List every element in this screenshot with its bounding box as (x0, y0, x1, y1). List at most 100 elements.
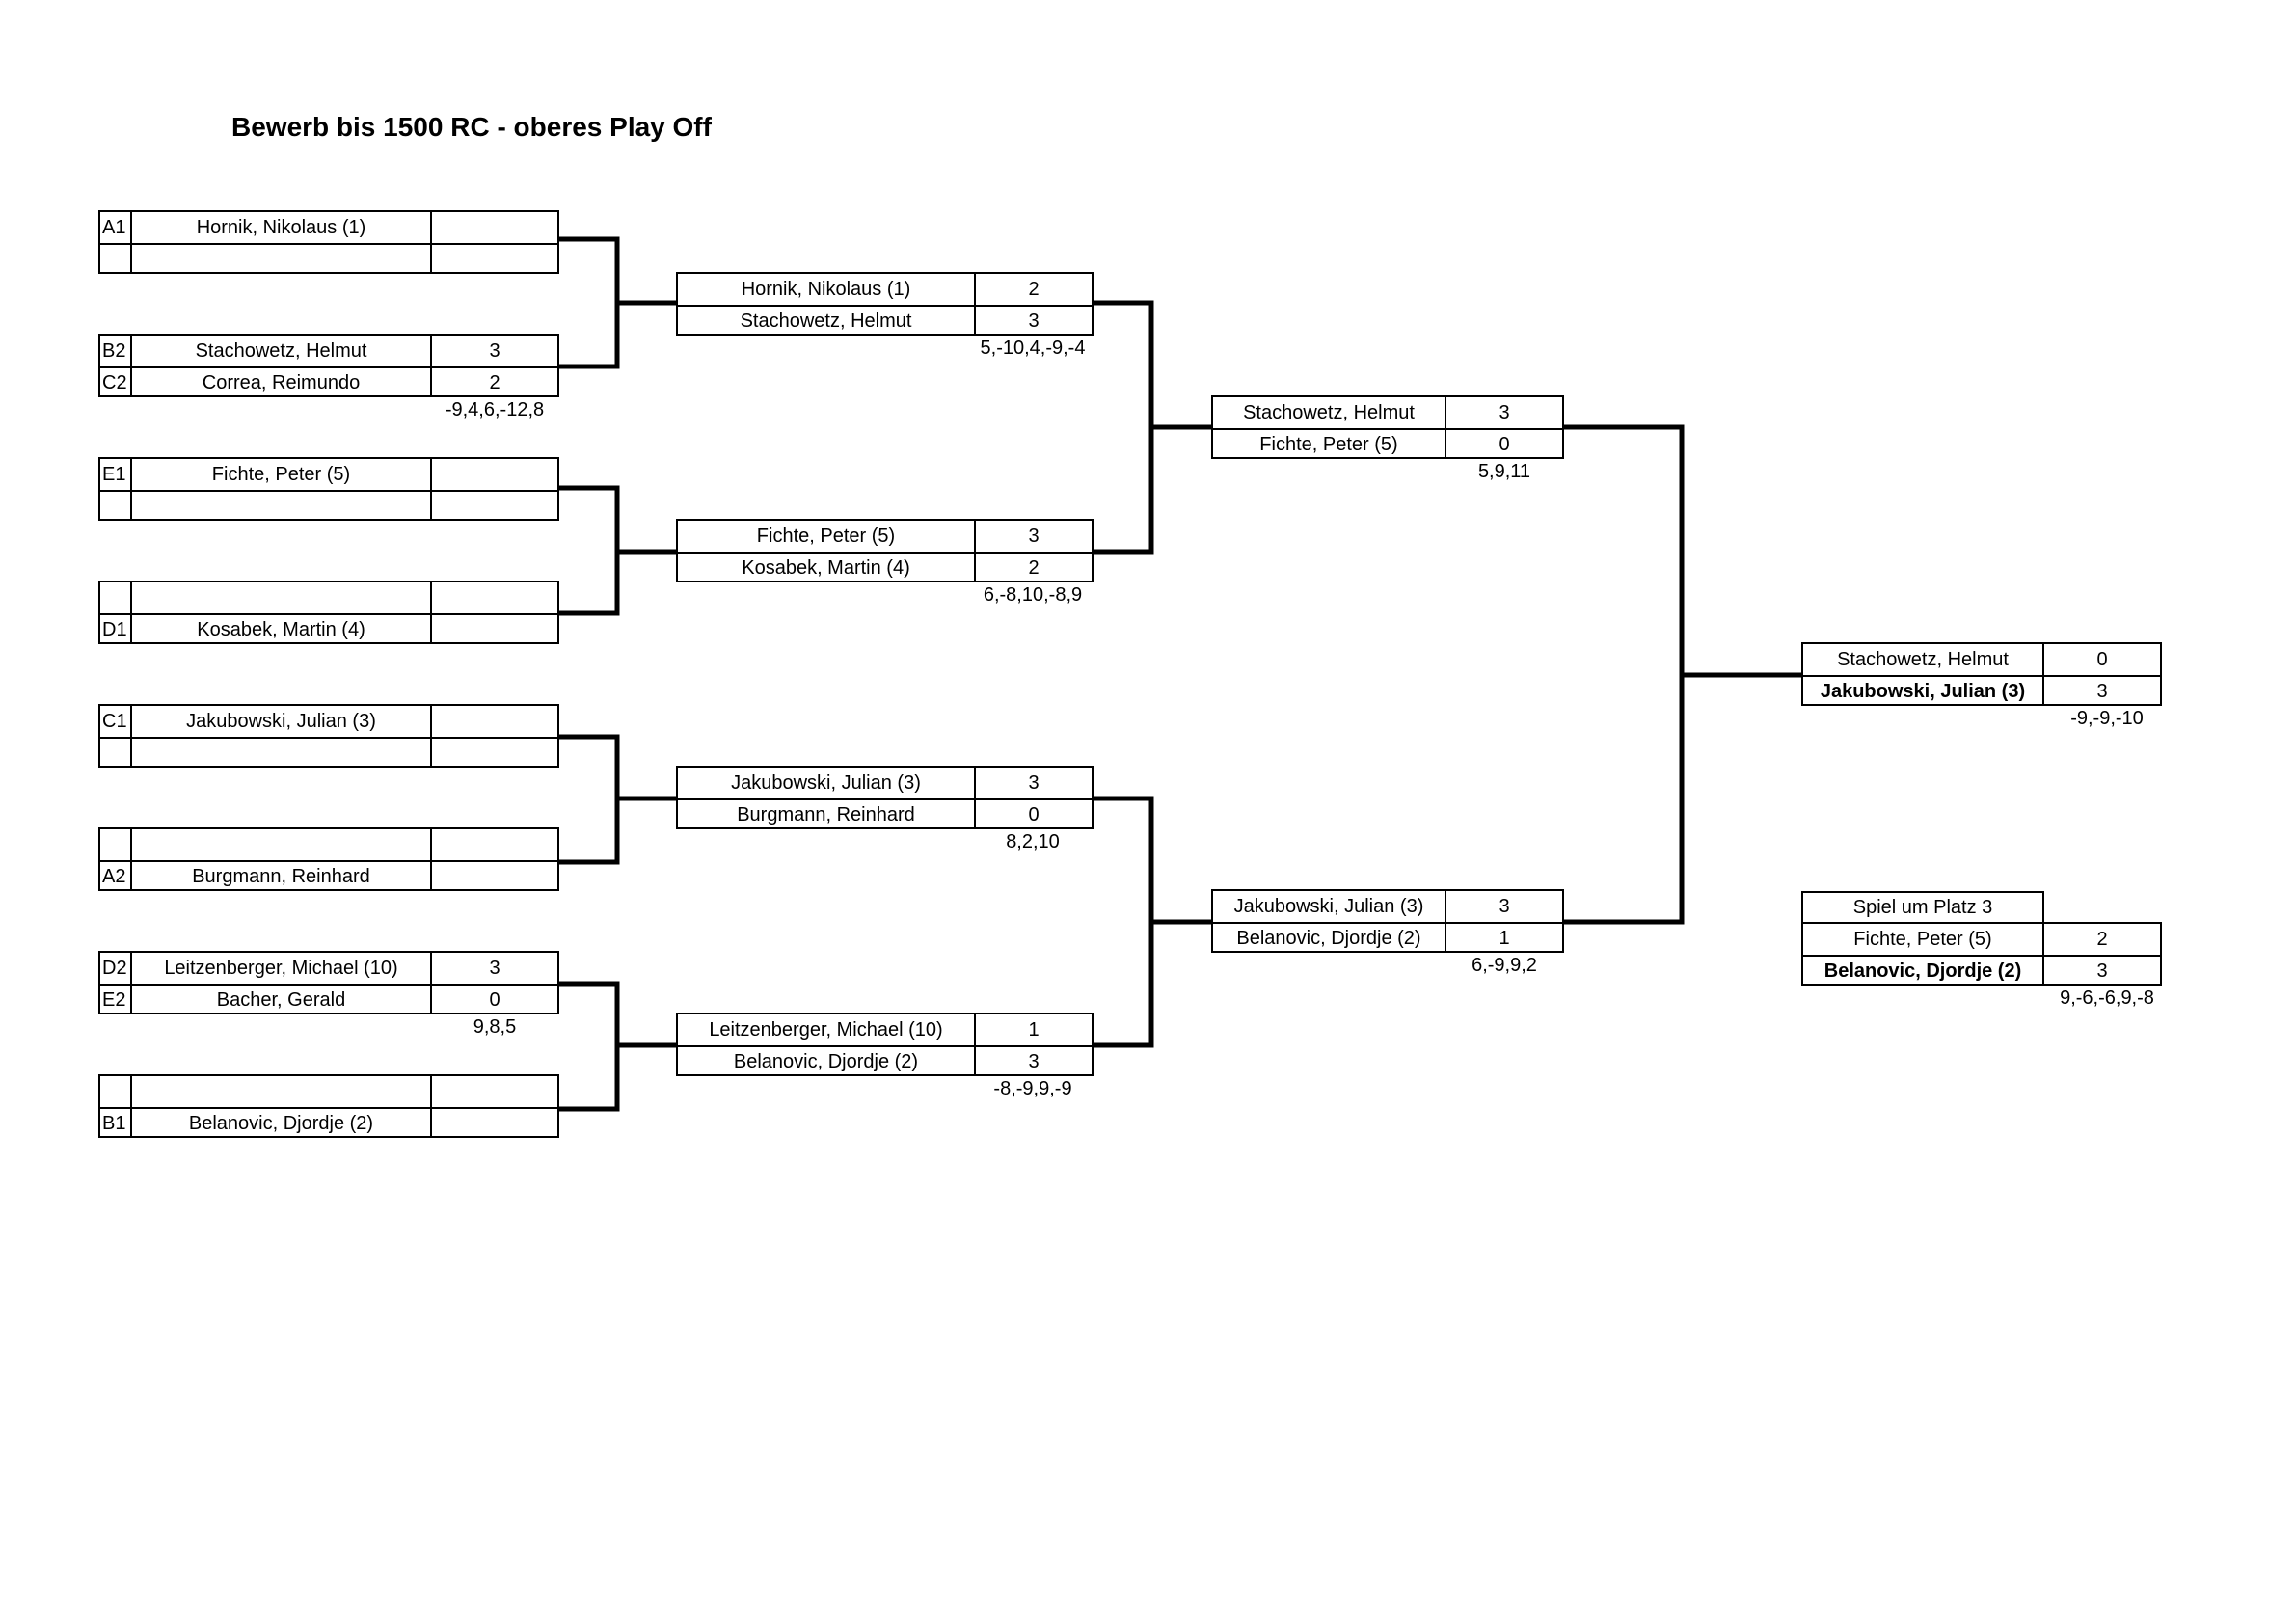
player-name: Fichte, Peter (5) (211, 463, 351, 485)
set-scores: -9,4,6,-12,8 (445, 399, 545, 420)
seed-label: D1 (100, 615, 132, 644)
round1-match: E1 Fichte, Peter (5) (98, 457, 559, 521)
player-name (132, 1076, 430, 1107)
player-name: Hornik, Nikolaus (1) (196, 216, 366, 238)
player-name: Fichte, Peter (5) (756, 525, 896, 547)
seed-label: B1 (100, 1109, 132, 1138)
round1-match: B1 Belanovic, Djordje (2) (98, 1074, 559, 1138)
player-name: Bacher, Gerald (216, 988, 346, 1011)
player-score (430, 1109, 557, 1138)
player-name: Jakubowski, Julian (3) (731, 771, 921, 794)
player-score (430, 1076, 557, 1107)
player-score (430, 212, 557, 243)
round1-match: D1 Kosabek, Martin (4) (98, 581, 559, 644)
winner-name: Belanovic, Djordje (2) (1823, 960, 2022, 982)
match-slot: C2 Correa, Reimundo 2 (100, 366, 557, 397)
final-match: Stachowetz, Helmut 0 Jakubowski, Julian … (1801, 642, 2162, 706)
player-name: Belanovic, Djordje (2) (1236, 927, 1421, 949)
player-score: 3 (430, 953, 557, 984)
round1-match: A1 Hornik, Nikolaus (1) (98, 210, 559, 274)
player-name: Belanovic, Djordje (2) (188, 1112, 374, 1134)
match-slot: Jakubowski, Julian (3) 3 (678, 768, 1092, 798)
seed-label (100, 245, 132, 274)
seed-label: A1 (100, 212, 132, 243)
seed-label (100, 1076, 132, 1107)
set-scores: 6,-9,9,2 (1472, 955, 1537, 976)
match-slot: Kosabek, Martin (4) 2 (678, 552, 1092, 582)
player-name (132, 492, 430, 521)
match-slot: Stachowetz, Helmut 0 (1803, 644, 2160, 675)
match-slot: C1 Jakubowski, Julian (3) (100, 706, 557, 737)
player-name: Burgmann, Reinhard (192, 865, 370, 887)
match-slot: E2 Bacher, Gerald 0 (100, 984, 557, 1014)
player-score (430, 739, 557, 768)
player-name: Stachowetz, Helmut (195, 339, 367, 362)
player-score: 1 (974, 1014, 1092, 1045)
match-slot: D2 Leitzenberger, Michael (10) 3 (100, 953, 557, 984)
seed-label: E2 (100, 986, 132, 1014)
third-place-match: Fichte, Peter (5) 2 Belanovic, Djordje (… (1801, 922, 2162, 986)
player-name: Hornik, Nikolaus (1) (741, 278, 911, 300)
seed-label (100, 492, 132, 521)
player-score (430, 459, 557, 490)
player-score: 3 (1445, 891, 1562, 922)
match-slot: Fichte, Peter (5) 3 (678, 521, 1092, 552)
semifinal-match: Jakubowski, Julian (3) 3 Belanovic, Djor… (1211, 889, 1564, 953)
player-score: 3 (974, 521, 1092, 552)
match-slot: Hornik, Nikolaus (1) 2 (678, 274, 1092, 305)
match-slot: Belanovic, Djordje (2) 3 (1803, 955, 2160, 986)
match-slot: Leitzenberger, Michael (10) 1 (678, 1014, 1092, 1045)
player-score: 3 (974, 307, 1092, 336)
round2-match: Fichte, Peter (5) 3 Kosabek, Martin (4) … (676, 519, 1094, 582)
round1-match: C1 Jakubowski, Julian (3) (98, 704, 559, 768)
winner-name: Jakubowski, Julian (3) (1820, 680, 2026, 702)
round1-match: B2 Stachowetz, Helmut 3 C2 Correa, Reimu… (98, 334, 559, 397)
player-name: Leitzenberger, Michael (10) (164, 957, 398, 979)
third-place-label-box: Spiel um Platz 3 (1801, 891, 2044, 924)
round2-match: Hornik, Nikolaus (1) 2 Stachowetz, Helmu… (676, 272, 1094, 336)
set-scores: 8,2,10 (1006, 831, 1060, 852)
player-name (132, 245, 430, 274)
match-slot: Burgmann, Reinhard 0 (678, 798, 1092, 829)
player-name: Kosabek, Martin (4) (742, 556, 910, 579)
player-score: 3 (1445, 397, 1562, 428)
set-scores: 5,9,11 (1477, 461, 1531, 482)
player-name: Jakubowski, Julian (3) (1233, 895, 1424, 917)
match-slot: E1 Fichte, Peter (5) (100, 459, 557, 490)
player-score: 0 (1445, 430, 1562, 459)
player-name: Jakubowski, Julian (3) (186, 710, 376, 732)
match-slot (100, 243, 557, 274)
seed-label (100, 582, 132, 613)
match-slot: A2 Burgmann, Reinhard (100, 860, 557, 891)
seed-label: A2 (100, 862, 132, 891)
match-slot (100, 829, 557, 860)
player-score: 2 (974, 274, 1092, 305)
set-scores: 6,-8,10,-8,9 (983, 584, 1083, 606)
round2-match: Leitzenberger, Michael (10) 1 Belanovic,… (676, 1013, 1094, 1076)
match-slot: Fichte, Peter (5) 0 (1213, 428, 1562, 459)
set-scores: -9,-9,-10 (2070, 708, 2144, 729)
player-score: 3 (2042, 677, 2160, 706)
player-name (132, 582, 430, 613)
match-slot: Stachowetz, Helmut 3 (1213, 397, 1562, 428)
match-slot: Fichte, Peter (5) 2 (1803, 924, 2160, 955)
match-slot: Belanovic, Djordje (2) 1 (1213, 922, 1562, 953)
match-slot (100, 582, 557, 613)
match-slot (100, 1076, 557, 1107)
player-score (430, 706, 557, 737)
player-score: 2 (974, 554, 1092, 582)
match-slot: Stachowetz, Helmut 3 (678, 305, 1092, 336)
match-slot: B2 Stachowetz, Helmut 3 (100, 336, 557, 366)
player-score: 0 (2042, 644, 2160, 675)
player-score: 1 (1445, 924, 1562, 953)
player-score: 3 (974, 768, 1092, 798)
player-score: 2 (430, 368, 557, 397)
match-slot (100, 490, 557, 521)
third-place-label-row: Spiel um Platz 3 (1803, 893, 2042, 922)
player-score: 3 (2042, 957, 2160, 986)
player-name (132, 829, 430, 860)
round1-match: A2 Burgmann, Reinhard (98, 827, 559, 891)
player-name (132, 739, 430, 768)
player-name: Burgmann, Reinhard (737, 803, 915, 825)
